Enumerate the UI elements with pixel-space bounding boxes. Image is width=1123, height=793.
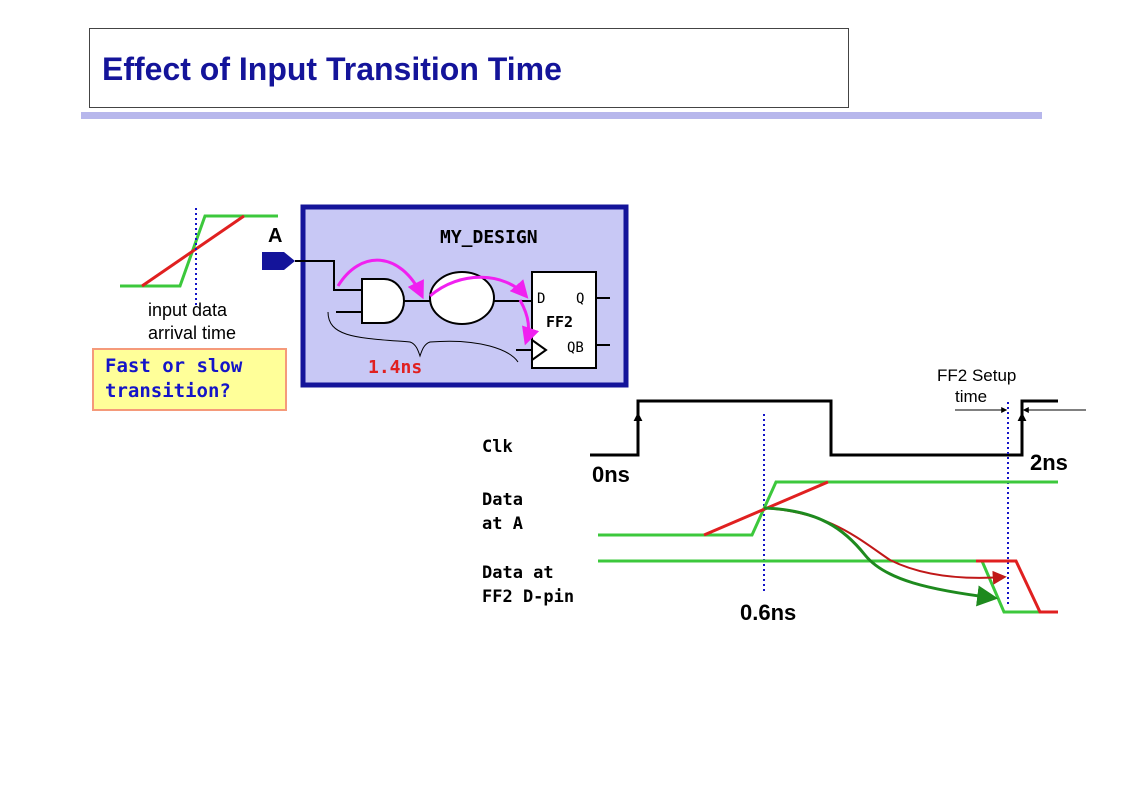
time-06-label: 0.6ns	[740, 600, 796, 625]
question-line-1: Fast or slow	[105, 355, 243, 377]
title-box: Effect of Input Transition Time	[89, 28, 849, 108]
signal-data-a-label-1: Data	[482, 490, 523, 510]
signal-data-a-label-2: at A	[482, 514, 523, 534]
critical-path	[336, 258, 540, 346]
ff2-pin-q: Q	[576, 291, 584, 307]
transition-question-box: Fast or slow transition?	[92, 348, 287, 411]
signal-data-ff-label-1: Data at	[482, 563, 554, 583]
delay-brace	[327, 311, 519, 363]
data-ff-slow-waveform	[976, 559, 1058, 614]
signal-clk-label: Clk	[482, 437, 513, 457]
input-arrival-label-1: input data	[148, 300, 228, 320]
path-delay-label: 1.4ns	[368, 357, 422, 378]
fast-propagation-curve	[763, 506, 999, 607]
ff2-pin-qb: QB	[567, 340, 584, 356]
clk-waveform	[590, 399, 1058, 457]
question-line-2: transition?	[105, 380, 231, 402]
slow-propagation-curve	[763, 507, 1007, 585]
data-a-fast-waveform	[598, 480, 1058, 537]
time-0-label: 0ns	[592, 462, 630, 487]
setup-time-label-2: time	[955, 387, 987, 406]
signal-data-ff-label-2: FF2 D-pin	[482, 587, 574, 607]
slow-input-waveform	[141, 214, 245, 288]
ff2-name: FF2	[546, 313, 573, 331]
setup-time-label-1: FF2 Setup	[937, 366, 1016, 385]
design-block-name: MY_DESIGN	[440, 227, 538, 248]
design-wires	[295, 260, 610, 351]
input-arrival-label-2: arrival time	[148, 323, 236, 343]
port-a-label: A	[268, 225, 282, 247]
ff2-pin-d: D	[537, 291, 545, 307]
input-transition-waveforms	[120, 208, 278, 306]
fast-input-waveform	[120, 214, 278, 288]
time-2-label: 2ns	[1030, 450, 1068, 475]
data-ff-fast-waveform	[598, 559, 1058, 614]
and-gate-icon	[361, 278, 405, 324]
slide-title: Effect of Input Transition Time	[102, 51, 562, 87]
title-underline	[81, 112, 1042, 119]
port-a-icon	[262, 252, 295, 270]
